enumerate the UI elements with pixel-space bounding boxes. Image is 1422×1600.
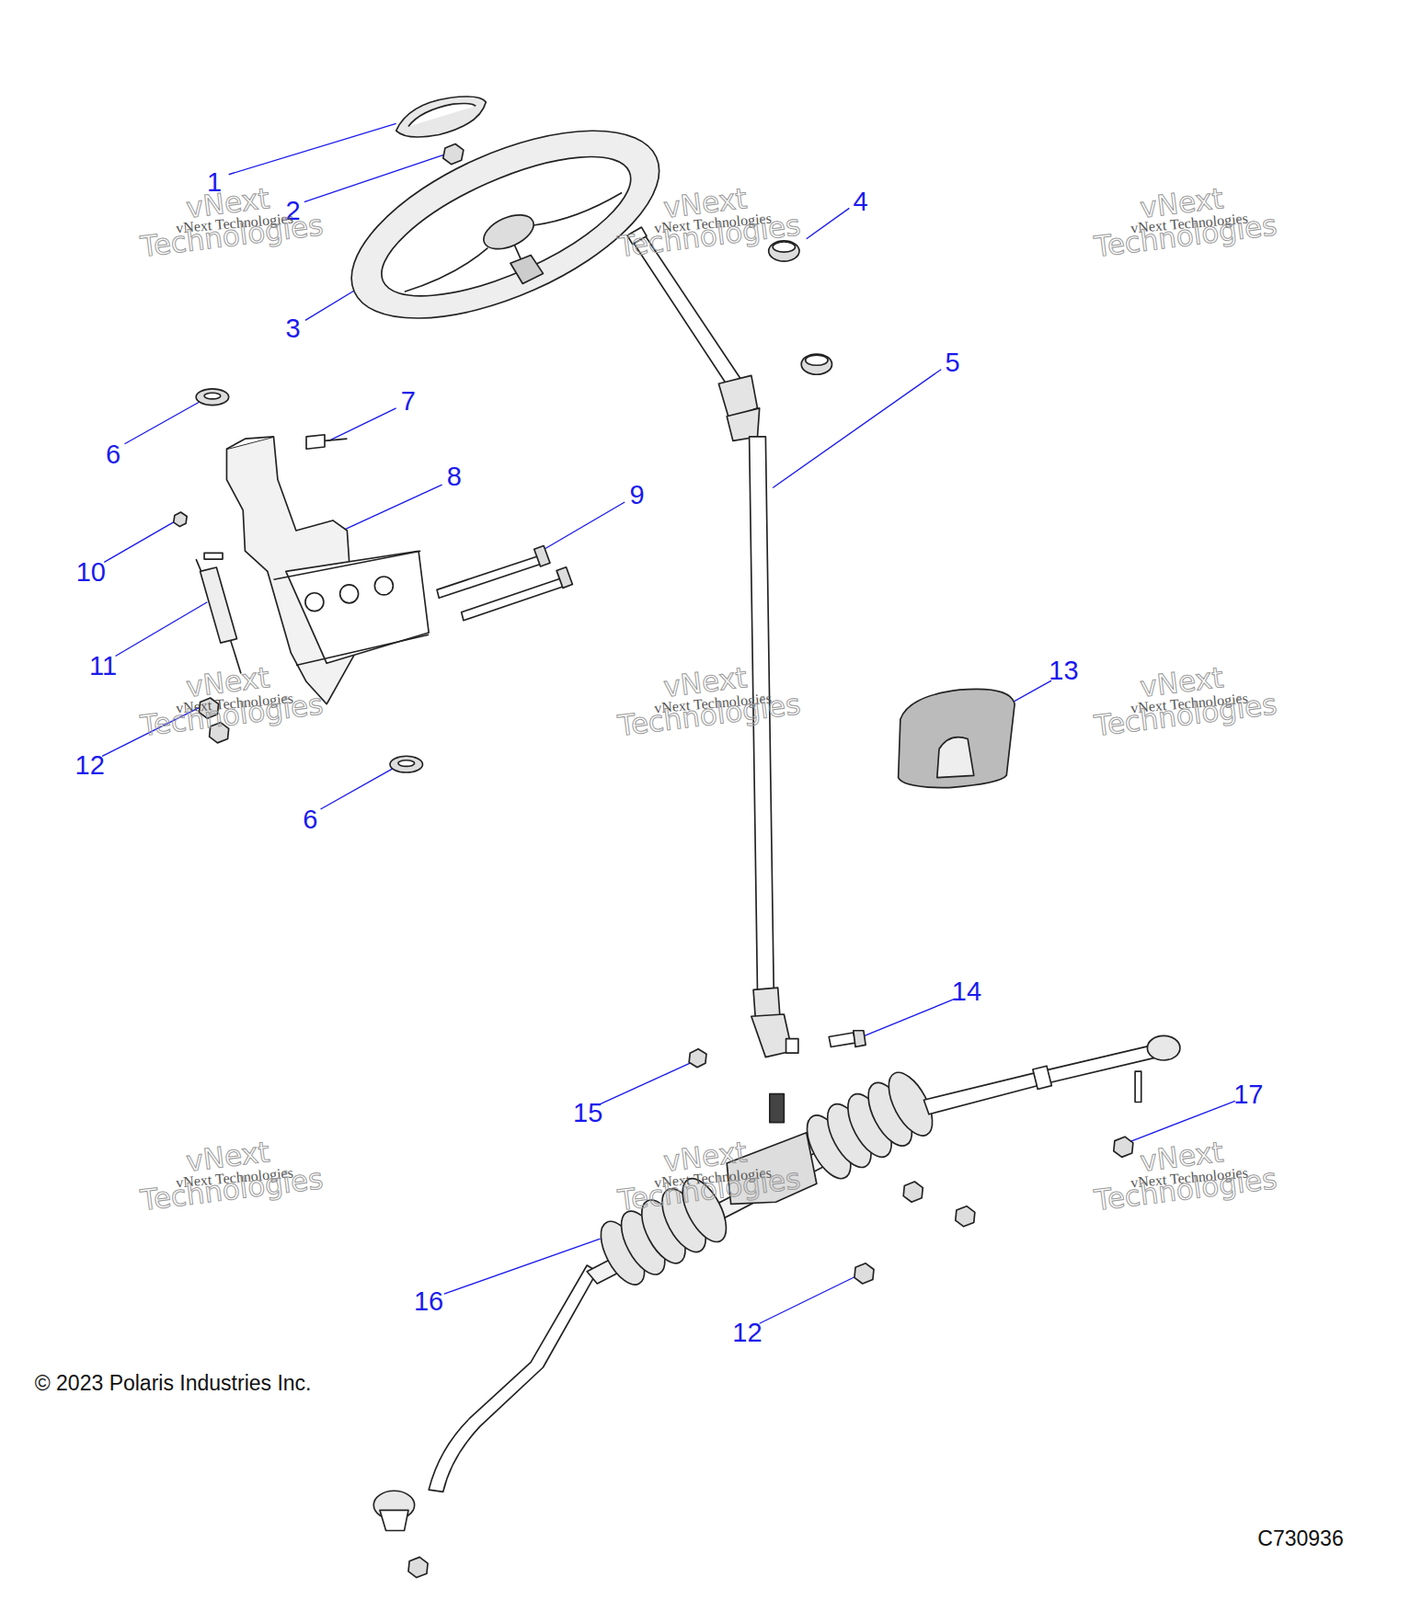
callout-number: 8 bbox=[447, 461, 462, 493]
callout-number: 10 bbox=[76, 556, 106, 587]
callout-number: 16 bbox=[413, 1286, 444, 1318]
callout-number: 6 bbox=[302, 804, 318, 836]
callout-number: 6 bbox=[105, 438, 121, 470]
watermark-large: vNext Technologies bbox=[120, 1128, 339, 1220]
watermark-large: vNext Technologies bbox=[1075, 1128, 1294, 1220]
callout-number: 4 bbox=[853, 185, 869, 217]
watermark-large: vNext Technologies bbox=[1075, 173, 1294, 265]
watermark-large: vNext Technologies bbox=[120, 173, 339, 265]
copyright-note: © 2023 Polaris Industries Inc. bbox=[34, 1371, 312, 1397]
callout-number: 17 bbox=[1233, 1078, 1263, 1110]
leader-lines bbox=[102, 123, 1236, 1324]
watermark-large: vNext Technologies bbox=[120, 653, 339, 746]
figure-number: C730936 bbox=[1257, 1526, 1343, 1552]
callout-number: 3 bbox=[285, 313, 300, 345]
watermark-large: vNext Technologies bbox=[598, 1128, 817, 1220]
callout-number: 11 bbox=[89, 650, 117, 681]
callout-number: 5 bbox=[944, 346, 960, 378]
callout-number: 14 bbox=[951, 975, 982, 1007]
callout-number: 12 bbox=[75, 750, 105, 781]
watermark-large: vNext Technologies bbox=[1075, 653, 1294, 746]
callout-number: 7 bbox=[401, 386, 416, 417]
watermark-large: vNext Technologies bbox=[598, 653, 817, 746]
callout-number: 12 bbox=[732, 1318, 762, 1349]
callout-number: 13 bbox=[1048, 655, 1078, 687]
callout-number: 9 bbox=[629, 480, 644, 511]
callout-number: 15 bbox=[573, 1097, 603, 1128]
